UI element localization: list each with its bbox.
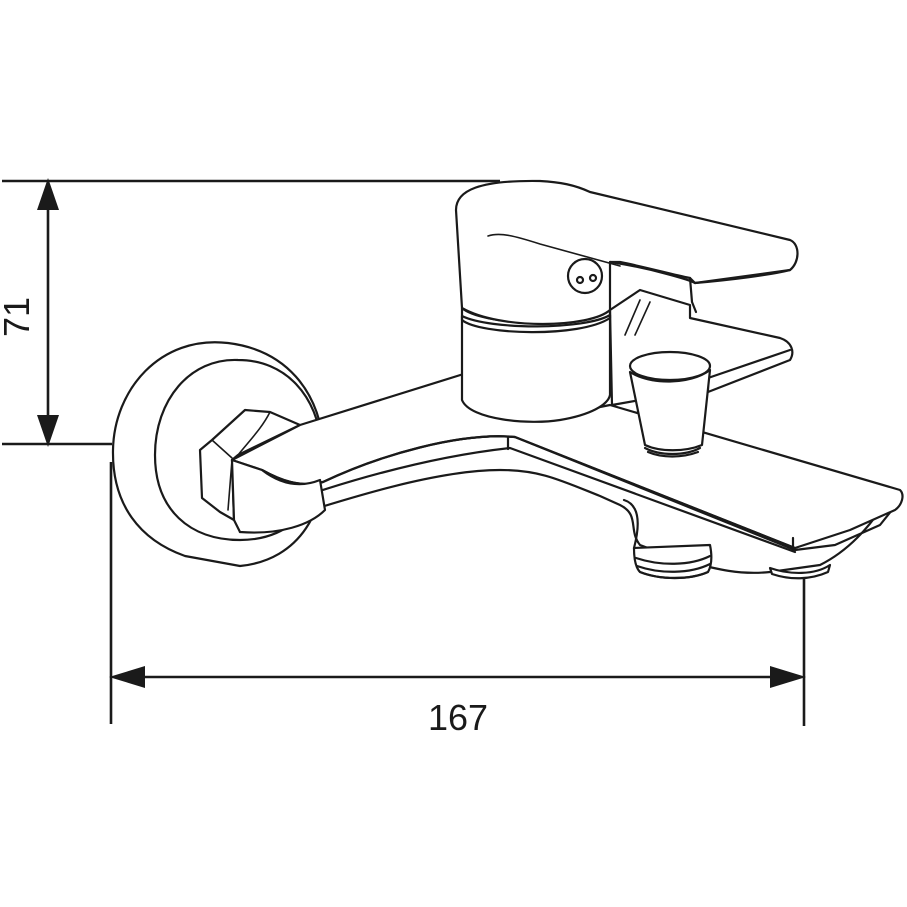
- aerator: [768, 563, 832, 580]
- mixer-body: [460, 306, 612, 423]
- shower-outlet-thread: [622, 498, 713, 580]
- arrow-right-icon: [770, 666, 806, 688]
- spout: [230, 370, 904, 574]
- arrow-down-icon: [37, 415, 59, 447]
- diverter-knob[interactable]: [628, 350, 712, 458]
- arrow-up-icon: [37, 178, 59, 210]
- height-dimension-label: 71: [0, 296, 37, 337]
- width-dimension: [109, 462, 806, 726]
- arrow-left-icon: [109, 666, 145, 688]
- lever-handle[interactable]: [454, 179, 799, 326]
- width-dimension-label: 167: [428, 697, 489, 738]
- screw-cap-icon: [566, 257, 604, 295]
- height-dimension: [2, 178, 500, 447]
